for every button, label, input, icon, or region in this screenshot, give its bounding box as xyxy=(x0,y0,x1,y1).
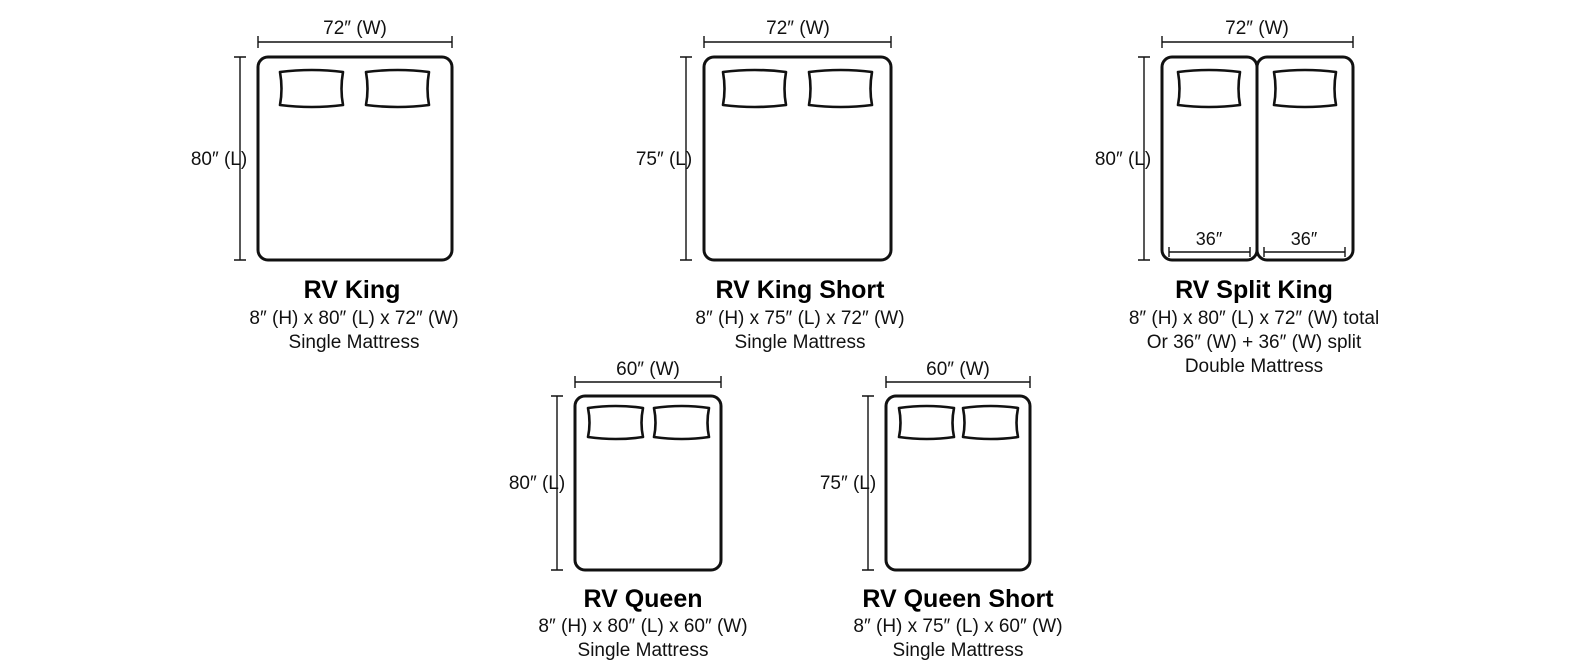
length-label: 75″ (L) xyxy=(820,473,876,494)
length-label: 80″ (L) xyxy=(1095,149,1151,170)
mattress-dimensions: 8″ (H) x 80″ (L) x 60″ (W) xyxy=(538,616,747,637)
width-label: 72″ (W) xyxy=(323,18,387,39)
length-dimension: 80″ (L) xyxy=(509,395,565,571)
mattress-title: RV King xyxy=(304,276,401,304)
pillow-icon xyxy=(807,68,874,109)
mattress-type: Single Mattress xyxy=(578,640,709,661)
width-dimension: 72″ (W) xyxy=(257,18,453,48)
width-dimension: 60″ (W) xyxy=(885,359,1031,388)
width-label: 72″ (W) xyxy=(1225,18,1289,39)
width-dimension: 72″ (W) xyxy=(703,18,892,48)
length-dimension: 80″ (L) xyxy=(191,56,247,261)
width-label: 72″ (W) xyxy=(766,18,830,39)
length-dimension: 75″ (L) xyxy=(820,395,876,571)
mattress-outline-right xyxy=(1255,55,1355,262)
split-width-label: 36″ xyxy=(1291,229,1318,249)
pillow-icon xyxy=(652,404,711,441)
pillow-icon xyxy=(364,68,431,109)
mattress-dimensions: 8″ (H) x 80″ (L) x 72″ (W) total xyxy=(1129,308,1379,329)
pillow-icon xyxy=(961,404,1020,441)
mattress-dimensions: 8″ (H) x 80″ (L) x 72″ (W) xyxy=(249,308,458,329)
split-width-dimension-left: 36″ xyxy=(1168,229,1251,257)
width-dimension: 72″ (W) xyxy=(1161,18,1354,48)
width-dimension: 60″ (W) xyxy=(574,359,722,388)
mattress-dimensions: 8″ (H) x 75″ (L) x 60″ (W) xyxy=(853,616,1062,637)
mattress-rv-split-king: 72″ (W) 80″ (L) 36″ 36″ RV Split King 8″… xyxy=(1095,18,1379,377)
mattress-rv-king: 72″ (W) 80″ (L) RV King 8″ (H) x 80″ (L)… xyxy=(191,18,459,353)
split-width-dimension-right: 36″ xyxy=(1263,229,1346,257)
length-label: 75″ (L) xyxy=(636,149,692,170)
mattress-rv-queen: 60″ (W) 80″ (L) RV Queen 8″ (H) x 80″ (L… xyxy=(509,359,748,661)
mattress-type: Single Mattress xyxy=(735,332,866,353)
pillow-icon xyxy=(1176,68,1242,109)
split-width-label: 36″ xyxy=(1196,229,1223,249)
width-label: 60″ (W) xyxy=(926,359,990,380)
mattress-title: RV Split King xyxy=(1175,276,1333,304)
mattress-type: Single Mattress xyxy=(893,640,1024,661)
length-dimension: 75″ (L) xyxy=(636,56,692,261)
length-dimension: 80″ (L) xyxy=(1095,56,1151,261)
pillow-icon xyxy=(1272,68,1338,109)
pillow-icon xyxy=(278,68,345,109)
mattress-rv-queen-short: 60″ (W) 75″ (L) RV Queen Short 8″ (H) x … xyxy=(820,359,1063,661)
length-label: 80″ (L) xyxy=(191,149,247,170)
mattress-title: RV Queen xyxy=(583,585,702,613)
length-label: 80″ (L) xyxy=(509,473,565,494)
width-label: 60″ (W) xyxy=(616,359,680,380)
mattress-title: RV Queen Short xyxy=(862,585,1054,613)
mattress-title: RV King Short xyxy=(716,276,886,304)
mattress-type: Single Mattress xyxy=(289,332,420,353)
pillow-icon xyxy=(586,404,645,441)
pillow-icon xyxy=(721,68,788,109)
mattress-rv-king-short: 72″ (W) 75″ (L) RV King Short 8″ (H) x 7… xyxy=(636,18,905,353)
mattress-split-note: Or 36″ (W) + 36″ (W) split xyxy=(1147,332,1362,353)
mattress-dimensions: 8″ (H) x 75″ (L) x 72″ (W) xyxy=(695,308,904,329)
mattress-type: Double Mattress xyxy=(1185,356,1323,377)
pillow-icon xyxy=(897,404,956,441)
